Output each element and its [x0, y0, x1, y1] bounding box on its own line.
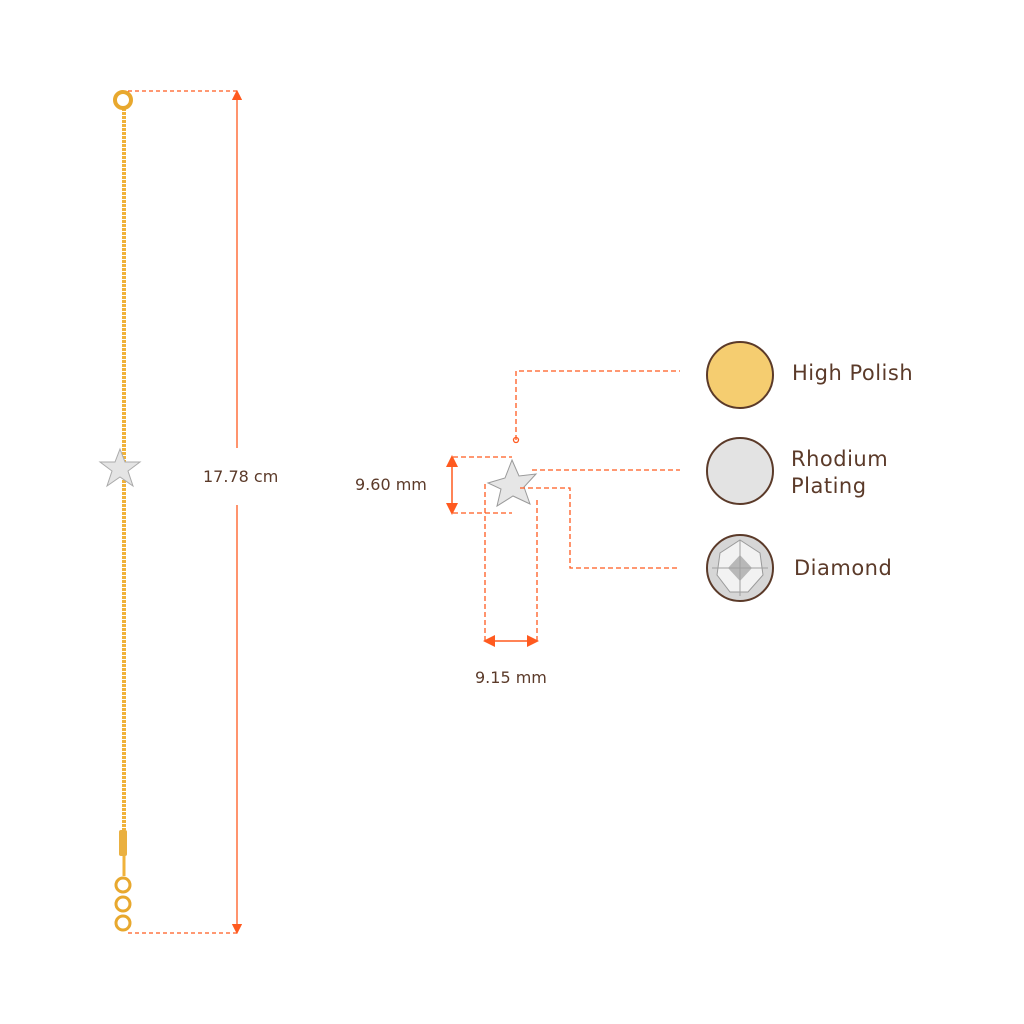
length-dimension — [128, 89, 243, 935]
connector-tube — [119, 830, 127, 856]
clasp-ring — [113, 90, 133, 110]
legend-rhodium-plating: Rhodium Plating — [791, 447, 889, 498]
pendant-closeup — [486, 400, 538, 578]
gold-swatch-icon — [706, 341, 774, 409]
diamond-swatch-icon — [706, 534, 774, 602]
pendant-width-label: 9.15 mm — [475, 668, 547, 687]
star-pendant — [98, 447, 142, 488]
pendant-height-label: 9.60 mm — [355, 475, 427, 494]
rhodium-swatch-icon — [706, 437, 774, 505]
legend-diamond: Diamond — [794, 556, 893, 580]
pendant-dimension-lines — [453, 370, 680, 643]
length-label: 17.78 cm — [203, 467, 279, 486]
bracelet-full-view — [98, 90, 142, 932]
legend-high-polish: High Polish — [792, 361, 914, 385]
